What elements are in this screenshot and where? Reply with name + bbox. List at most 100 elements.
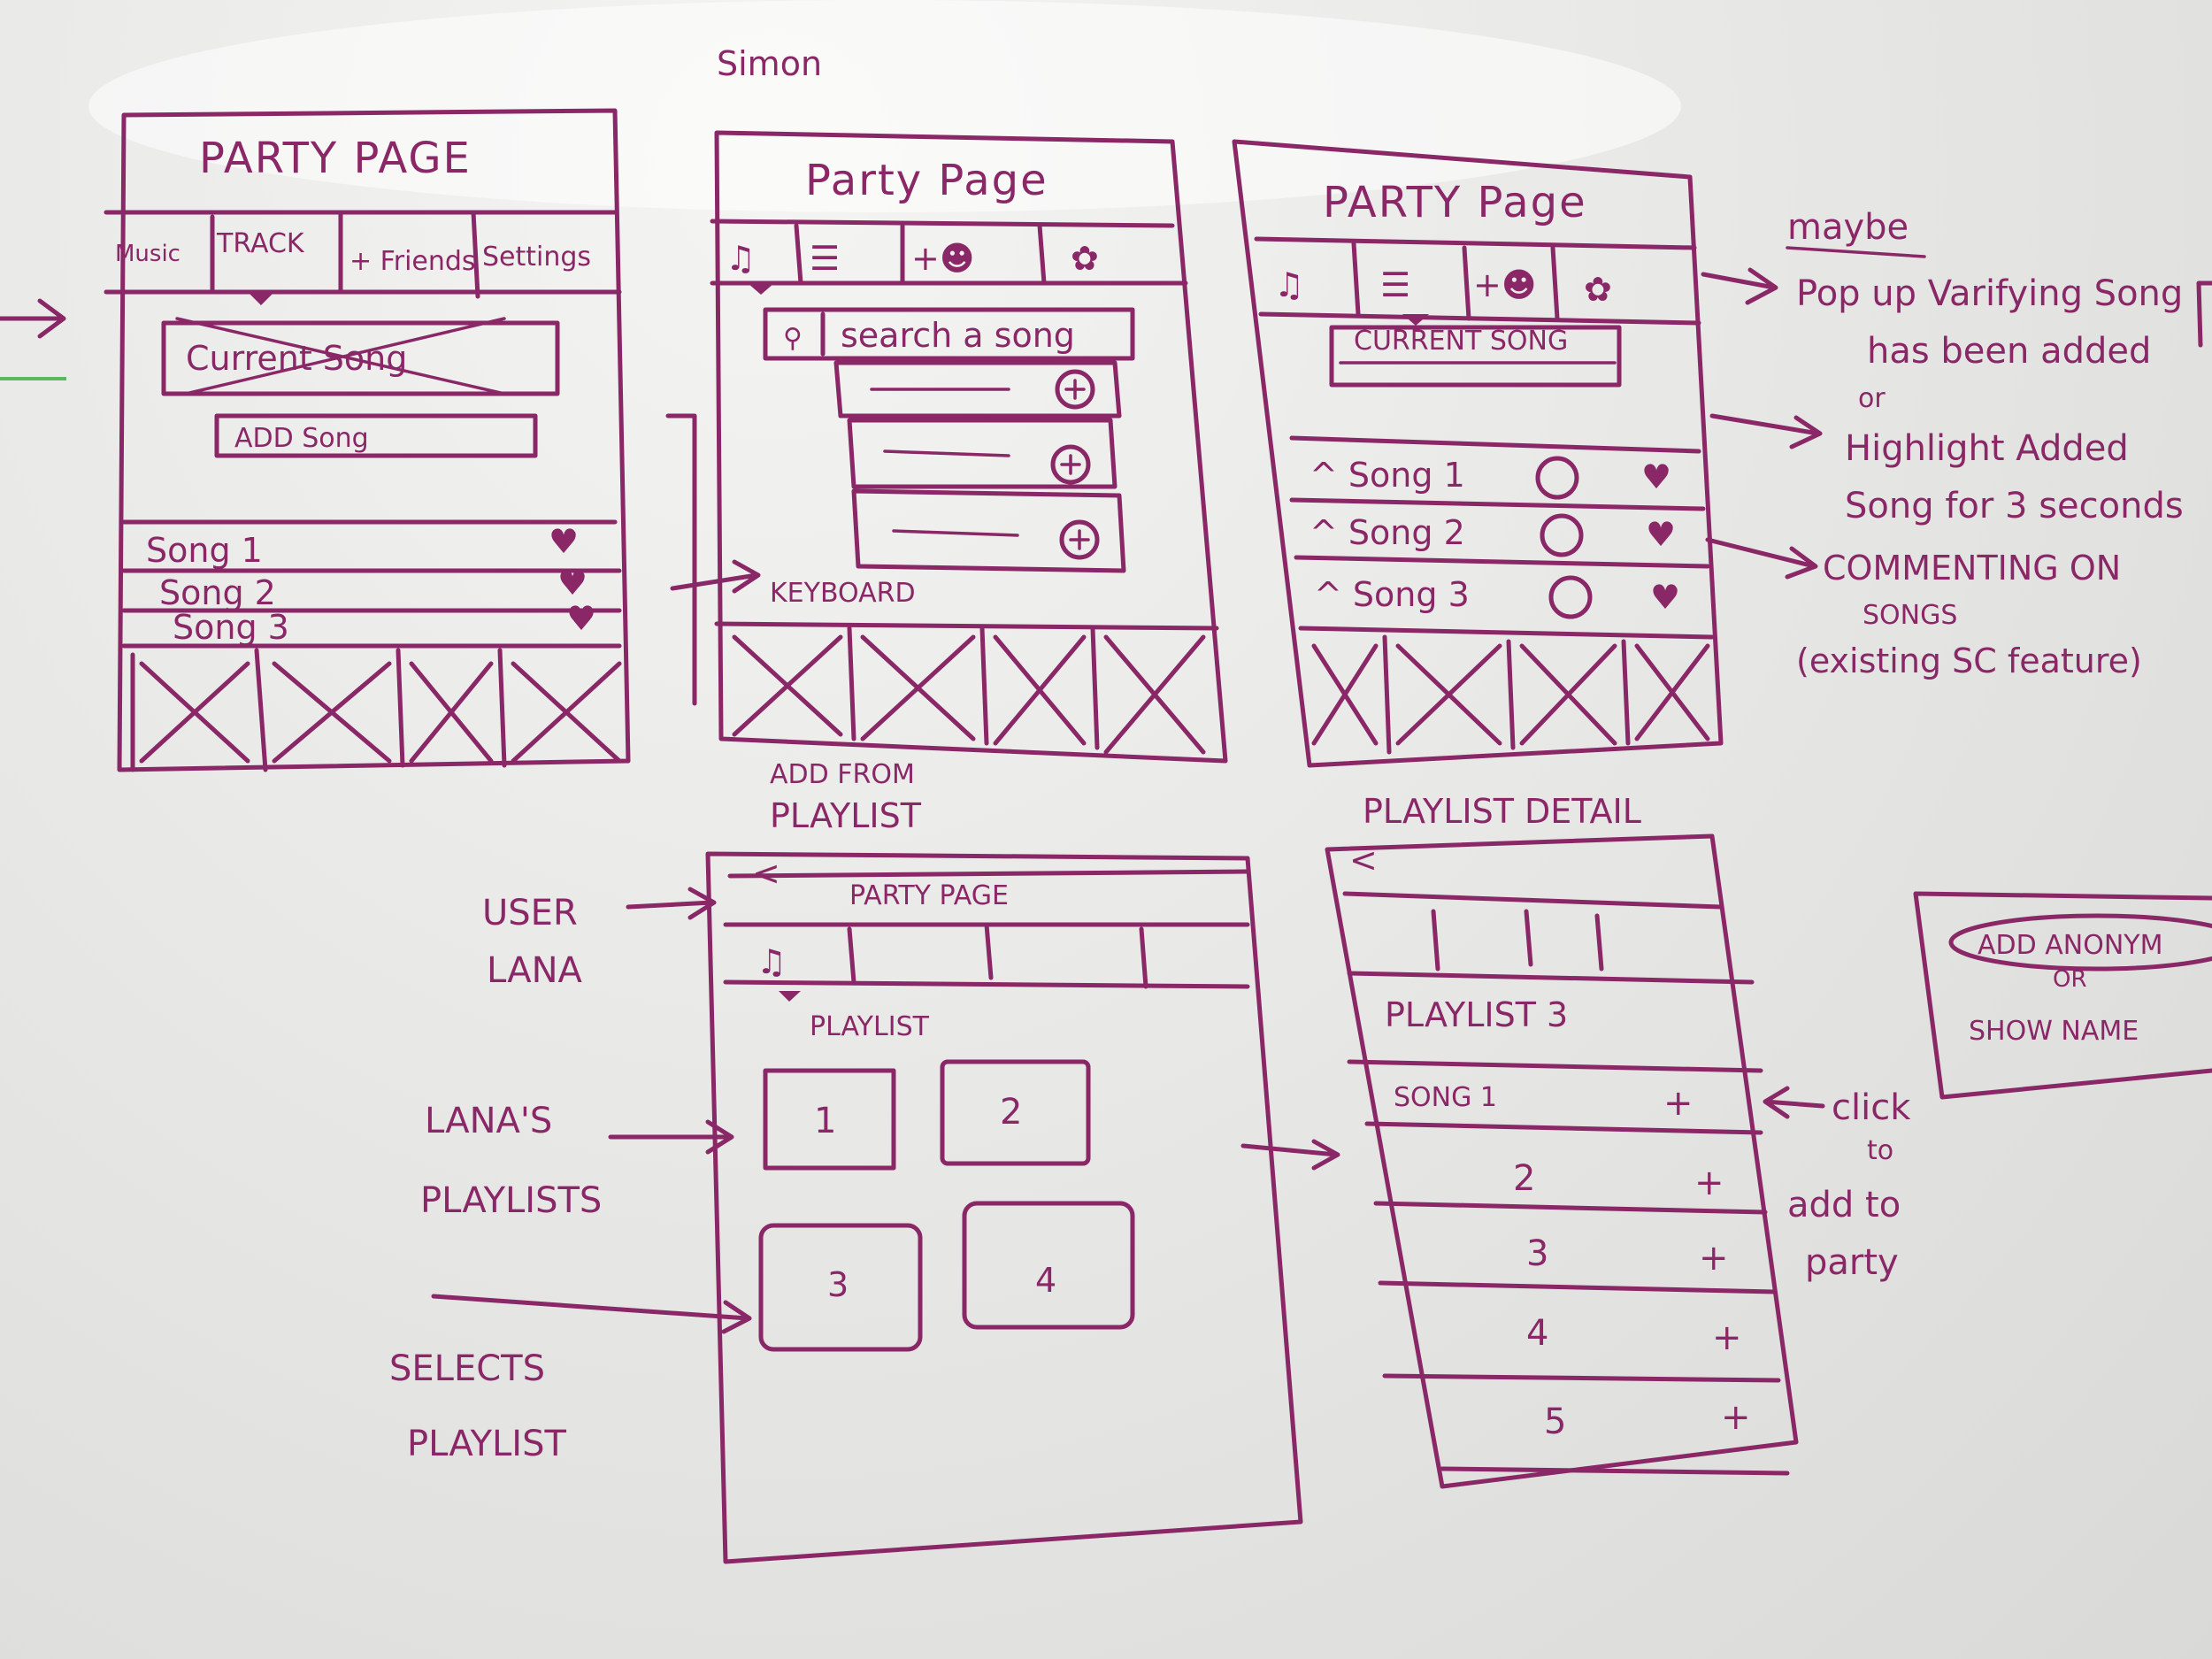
anon-line-2: OR [2053,966,2087,993]
label-user: USER [482,893,578,933]
anon-line-3: SHOW NAME [1969,1016,2139,1047]
plus-icon[interactable] [1059,519,1100,560]
user-icon[interactable] [1540,513,1584,557]
arrow [670,559,761,594]
playlist-tile-2[interactable] [940,1059,1091,1166]
note-highlight-2: Song for 3 seconds [1845,486,2184,526]
note-or: or [1858,383,1886,414]
song-3-label: Song 3 [1353,575,1470,614]
song-1-label: Song 1 [1348,456,1465,495]
sketch-party-page-3: PARTY Page ♫ ☰ +☻ ✿ CURRENT SONG ^ Song … [1232,139,1724,768]
label-selects: SELECTS [389,1348,545,1389]
add-to-party-icon[interactable]: + [1663,1083,1694,1124]
list-icon[interactable]: ☰ [1380,265,1410,304]
detail-song-1[interactable]: SONG 1 [1394,1082,1497,1113]
keyboard-label: KEYBOARD [770,578,916,609]
song-3[interactable]: ^ Song 3 [1314,575,1470,614]
label-add-from: ADD FROM [770,759,915,790]
sketch-party-page-2: Party Page ♫ ☰ +☻ ✿ ⚲ search a song KEYB… [665,130,1228,764]
sketch3-title: PARTY Page [1323,178,1587,227]
search-placeholder: search a song [841,316,1075,355]
upvote-icon[interactable]: ^ [1310,456,1348,495]
note-commenting-3: (existing SC feature) [1796,641,2142,680]
settings-icon[interactable]: ✿ [1071,239,1099,278]
detail-song-2[interactable]: 2 [1513,1158,1535,1199]
plus-icon[interactable] [1050,444,1091,485]
click-note-1: click [1832,1087,1911,1128]
current-song-box [161,320,560,396]
playlist-2-label: 2 [1000,1092,1022,1133]
music-note-icon[interactable]: ♫ [726,239,756,278]
tab-indicator [1402,314,1429,326]
back-button[interactable]: < [752,854,780,893]
anon-line-1: ADD ANONYM [1978,930,2163,961]
user-icon[interactable] [1548,575,1593,619]
add-friend-icon[interactable]: +☻ [911,239,974,278]
playlist-4-label: 4 [1035,1261,1056,1300]
song-2[interactable]: ^ Song 2 [1310,513,1465,552]
tab-settings[interactable]: Settings [482,242,591,273]
flow-labels: USER LANA LANA'S PLAYLISTS SELECTS PLAYL… [389,887,752,1464]
anon-box: ADD ANONYM OR SHOW NAME [1913,891,2212,1100]
playlist-3-label: 3 [827,1265,849,1304]
detail-song-3[interactable]: 3 [1526,1233,1548,1274]
sketch2-title: Party Page [805,156,1048,205]
tab-friends[interactable]: + Friends [349,246,476,277]
heart-icon[interactable]: ♥ [1641,457,1671,496]
music-note-icon[interactable]: ♫ [757,942,787,981]
add-to-party-icon[interactable]: + [1712,1317,1742,1358]
label-playlist-detail: PLAYLIST DETAIL [1363,792,1641,831]
detail-song-4[interactable]: 4 [1526,1313,1548,1354]
add-to-party-icon[interactable]: + [1699,1238,1729,1279]
label-select-playlist: PLAYLIST [407,1424,566,1464]
upvote-icon[interactable]: ^ [1314,575,1353,614]
song-2[interactable]: Song 2 [159,573,276,612]
list-icon[interactable]: ☰ [810,239,840,278]
sketch-playlist-detail: < PLAYLIST 3 SONG 1 2 3 4 5 + + + + + [1325,833,1799,1489]
heart-icon[interactable]: ♥ [566,599,596,638]
section-playlist: PLAYLIST [810,1011,930,1042]
add-to-party-icon[interactable]: + [1694,1163,1724,1203]
add-to-party-icon[interactable]: + [1721,1397,1751,1438]
result-row[interactable] [847,418,1118,489]
header-scribble: Simon [717,44,822,83]
heart-icon[interactable]: ♥ [549,522,579,561]
bracket [665,413,697,706]
heart-icon[interactable]: ♥ [557,564,588,603]
note-commenting-2: SONGS [1863,600,1957,631]
search-input[interactable] [763,307,1135,361]
tab-music[interactable]: Music [115,241,180,267]
search-icon: ⚲ [783,323,803,354]
upvote-icon[interactable]: ^ [1310,513,1348,552]
song-2-label: Song 2 [1348,513,1465,552]
result-row[interactable] [833,360,1122,419]
add-song-button[interactable] [214,413,538,458]
playlist-tile-1[interactable] [763,1068,896,1171]
playlist-tile-3[interactable] [758,1223,923,1352]
note-popup-1: Pop up Varifying Song [1796,273,2183,314]
heart-icon[interactable]: ♥ [1650,578,1680,617]
label-lana: LANA [487,950,582,991]
detail-song-5[interactable]: 5 [1544,1402,1566,1442]
song-3[interactable]: Song 3 [173,608,289,647]
music-note-icon[interactable]: ♫ [1274,265,1304,304]
song-1[interactable]: ^ Song 1 [1310,456,1465,495]
back-button[interactable]: < [1349,841,1378,879]
playlist-detail-name: PLAYLIST 3 [1385,995,1568,1034]
user-icon[interactable] [1535,456,1579,500]
song-1[interactable]: Song 1 [146,531,263,570]
add-anonymous-toggle[interactable] [1948,913,2212,972]
note-popup-2: has been added [1867,331,2151,372]
add-friend-icon[interactable]: +☻ [1473,265,1536,304]
result-row[interactable] [851,488,1126,573]
note-maybe: maybe [1787,207,1909,248]
plus-icon[interactable] [1055,369,1095,410]
glare [88,0,1681,212]
heart-icon[interactable]: ♥ [1646,515,1676,554]
note-highlight-1: Highlight Added [1845,428,2129,469]
settings-icon[interactable]: ✿ [1584,270,1612,309]
playlist-tile-4[interactable] [962,1201,1135,1330]
tab-track[interactable]: TRACK [216,228,305,259]
tab-indicator [748,283,774,295]
